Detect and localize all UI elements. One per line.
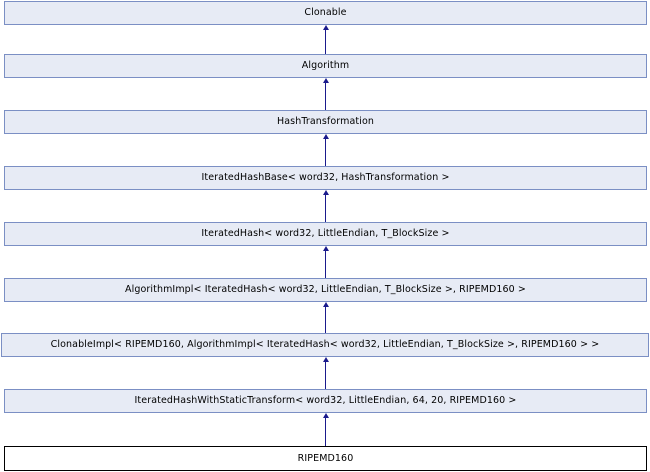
arrowhead-up-icon [322,413,329,418]
arrowhead-up-icon [322,134,329,139]
class-node-label: RIPEMD160 [297,452,354,464]
arrow-shaft [325,138,326,166]
class-node-hashtransformation[interactable]: HashTransformation [4,110,647,134]
class-node-iteratedhashwithstatictransform[interactable]: IteratedHashWithStaticTransform< word32,… [4,389,647,413]
class-node-algorithm[interactable]: Algorithm [4,54,647,78]
arrow-shaft [325,250,326,278]
class-node-label: Algorithm [301,60,350,72]
arrow-shaft [325,29,326,54]
arrowhead-up-icon [322,357,329,362]
class-node-label: AlgorithmImpl< IteratedHash< word32, Lit… [125,284,526,296]
arrowhead-up-icon [322,78,329,83]
class-node-label: Clonable [304,7,347,19]
class-node-clonableimpl[interactable]: ClonableImpl< RIPEMD160, AlgorithmImpl< … [1,333,649,357]
arrow-shaft [325,82,326,110]
class-node-clonable[interactable]: Clonable [4,1,647,25]
class-node-label: IteratedHashWithStaticTransform< word32,… [134,395,517,407]
class-node-ripemd160[interactable]: RIPEMD160 [4,446,647,471]
arrow-shaft [325,361,326,389]
class-node-iteratedhashbase[interactable]: IteratedHashBase< word32, HashTransforma… [4,166,647,190]
arrow-shaft [325,417,326,446]
class-node-iteratedhash[interactable]: IteratedHash< word32, LittleEndian, T_Bl… [4,222,647,246]
arrowhead-up-icon [322,246,329,251]
arrowhead-up-icon [322,190,329,195]
class-node-algorithmimpl[interactable]: AlgorithmImpl< IteratedHash< word32, Lit… [4,278,647,302]
class-node-label: ClonableImpl< RIPEMD160, AlgorithmImpl< … [50,339,600,351]
class-node-label: IteratedHashBase< word32, HashTransforma… [201,172,450,184]
arrowhead-up-icon [322,25,329,30]
arrowhead-up-icon [322,302,329,307]
arrow-shaft [325,306,326,333]
class-node-label: IteratedHash< word32, LittleEndian, T_Bl… [201,228,450,240]
class-node-label: HashTransformation [276,116,374,128]
arrow-shaft [325,194,326,222]
